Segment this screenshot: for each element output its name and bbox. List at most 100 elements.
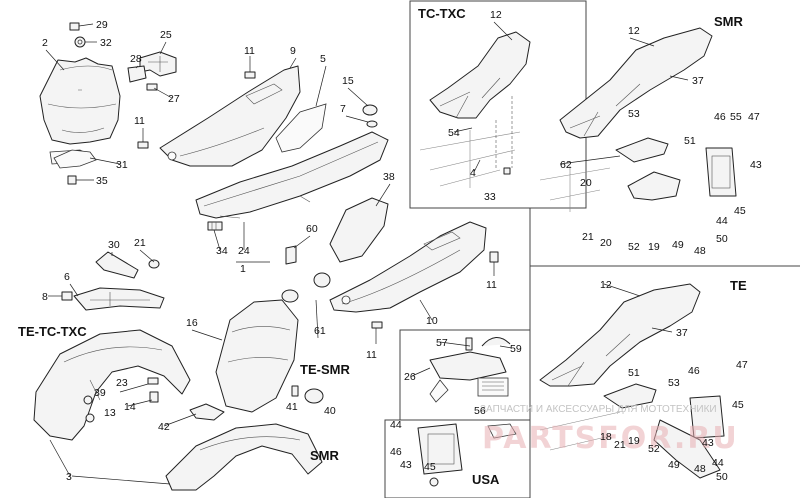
bolt-21-main — [148, 259, 160, 269]
callout-smr-51: 51 — [684, 135, 696, 147]
grommet-60 — [285, 245, 297, 265]
callout-tc_txc-12: 12 — [490, 9, 502, 21]
callout-smr-44: 44 — [716, 215, 728, 227]
callout-te-45: 45 — [732, 399, 744, 411]
leader-line — [629, 37, 655, 47]
callout-tc_txc-54: 54 — [448, 127, 460, 139]
leader-line — [439, 341, 471, 347]
callout-main-32: 32 — [100, 37, 112, 49]
screw-11-bottom — [371, 321, 383, 344]
leader-line — [127, 399, 153, 407]
callout-smr-20: 20 — [600, 237, 612, 249]
leader-line — [493, 21, 513, 41]
leader-line — [315, 65, 327, 107]
callout-main-38: 38 — [383, 171, 395, 183]
leader-line — [411, 367, 431, 377]
usa-panel-frame — [384, 419, 531, 498]
leader-line — [49, 439, 71, 477]
group-title-usa: USA — [472, 472, 500, 487]
leader-line — [159, 41, 167, 55]
group-title-tc-txc: TC-TXC — [418, 6, 466, 21]
callout-te-51: 51 — [628, 367, 640, 379]
callout-main-1: 1 — [240, 263, 246, 275]
bracket-31 — [53, 149, 97, 169]
pad-34 — [207, 221, 223, 231]
leader-line — [453, 127, 473, 133]
callout-main-59: 59 — [510, 343, 522, 355]
callout-main-14: 14 — [124, 401, 136, 413]
callout-te-21: 21 — [614, 439, 626, 451]
callout-main-13: 13 — [104, 407, 116, 419]
callout-tc_txc-33: 33 — [484, 191, 496, 203]
leader-line — [345, 115, 369, 123]
panel-frames — [384, 0, 800, 498]
callout-smr-49: 49 — [672, 239, 684, 251]
bracket-25 — [139, 51, 177, 77]
callout-main-46: 46 — [390, 446, 402, 458]
callout-main-28: 28 — [130, 53, 142, 65]
callout-smr-55: 55 — [730, 111, 742, 123]
callout-smr-46: 46 — [714, 111, 726, 123]
callout-main-35: 35 — [96, 175, 108, 187]
callout-main-39: 39 — [94, 387, 106, 399]
callout-te-49: 49 — [668, 459, 680, 471]
parts-40-41 — [291, 385, 324, 404]
callout-main-29: 29 — [96, 19, 108, 31]
callout-main-9: 9 — [290, 45, 296, 57]
callout-main-3: 3 — [66, 471, 72, 483]
callout-te-43: 43 — [702, 437, 714, 449]
kit-panel — [429, 337, 511, 403]
leader-line — [419, 299, 433, 321]
callout-main-25: 25 — [160, 29, 172, 41]
callout-main-23: 23 — [116, 377, 128, 389]
leader-line — [163, 413, 197, 427]
leader-line — [69, 283, 79, 297]
callout-main-57: 57 — [436, 337, 448, 349]
callout-main-11: 11 — [134, 115, 145, 127]
leader-line — [139, 249, 155, 263]
leader-line — [71, 475, 171, 485]
callout-smr-53: 53 — [628, 108, 640, 120]
leader-line — [603, 283, 641, 297]
callout-te-50: 50 — [716, 471, 728, 483]
group-title-smr: SMR — [714, 14, 744, 29]
watermark-brand: PARTSFOR.RU — [482, 421, 739, 456]
leader-line — [473, 159, 481, 173]
leader-line — [499, 345, 513, 349]
side-panel-right — [329, 221, 487, 313]
leader-line — [651, 327, 673, 333]
decal-5 — [275, 103, 327, 153]
group-title-te-tc-txc: TE-TC-TXC — [18, 324, 87, 339]
callout-main-27: 27 — [168, 93, 180, 105]
leader-line — [559, 155, 621, 165]
callout-tc_txc-4: 4 — [470, 167, 476, 179]
washer-39-13 — [83, 395, 95, 423]
callout-smr-62: 62 — [560, 159, 572, 171]
bracket-30 — [95, 251, 139, 279]
callout-smr-43: 43 — [750, 159, 762, 171]
callout-smr-20: 20 — [580, 177, 592, 189]
screw-11-top — [244, 56, 256, 79]
leader-line — [289, 57, 297, 69]
callout-main-42: 42 — [158, 421, 170, 433]
screw-23-14 — [147, 377, 159, 403]
callout-te-19: 19 — [628, 435, 640, 447]
callout-smr-12: 12 — [628, 25, 640, 37]
callout-main-44: 44 — [390, 419, 402, 431]
callout-main-41: 41 — [286, 401, 298, 413]
callout-smr-21: 21 — [582, 231, 594, 243]
callout-smr-47: 47 — [748, 111, 760, 123]
leader-lines — [45, 21, 689, 485]
group-title-smr-fender: SMR — [310, 448, 340, 463]
callout-te-48: 48 — [694, 463, 706, 475]
smr-panel — [539, 27, 737, 212]
group-title-te: TE — [730, 278, 747, 293]
callout-main-11: 11 — [366, 349, 377, 361]
leader-line — [135, 65, 139, 69]
callout-main-16: 16 — [186, 317, 198, 329]
seat — [195, 131, 389, 219]
leader-line — [191, 329, 223, 341]
headlight-mask — [215, 299, 299, 413]
screw-11-right — [489, 251, 499, 276]
